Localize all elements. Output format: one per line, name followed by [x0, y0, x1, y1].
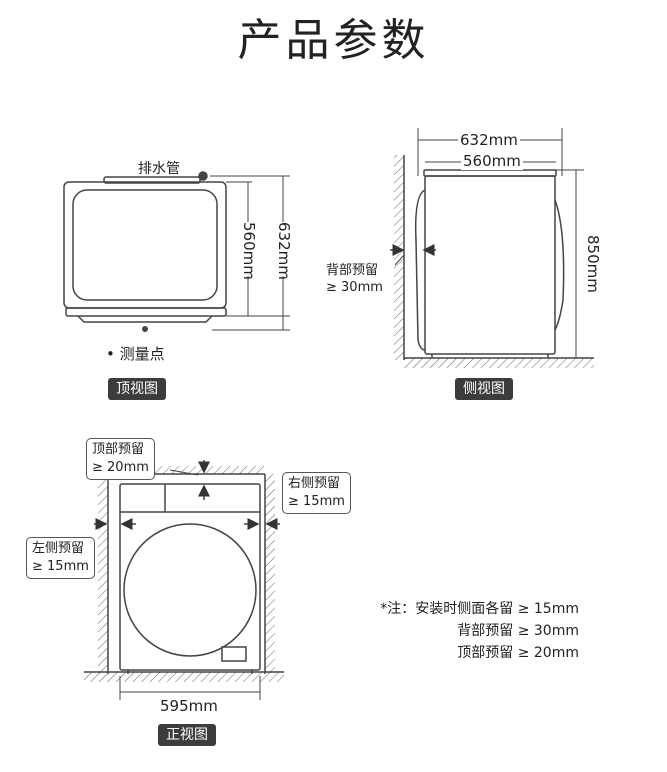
drain-pipe-label: 排水管: [138, 161, 180, 177]
back-clearance-line2: ≥ 30mm: [326, 280, 383, 295]
top-dim-inner: 560mm: [240, 222, 258, 280]
install-notes: *注：安装时侧面各留 ≥ 15mm 背部预留 ≥ 30mm 顶部预留 ≥ 20m…: [380, 598, 579, 664]
right-clearance-box: 右侧预留 ≥ 15mm: [282, 472, 351, 514]
top-dim-outer: 632mm: [275, 222, 293, 280]
page-title: 产品参数: [237, 15, 430, 66]
back-clearance-line1: 背部预留: [326, 263, 379, 278]
right-clearance-line1: 右侧预留: [288, 476, 341, 491]
front-view-drawing: [84, 460, 284, 700]
top-view-drawing: [63, 171, 290, 332]
side-dim-height: 850mm: [584, 235, 602, 293]
top-clearance-line2: ≥ 20mm: [92, 460, 149, 475]
side-dim-width-outer: 632mm: [458, 131, 520, 149]
note-line-2: 背部预留 ≥ 30mm: [457, 623, 579, 639]
left-clearance-line1: 左侧预留: [32, 541, 85, 556]
top-clearance-box: 顶部预留 ≥ 20mm: [86, 438, 155, 480]
note-line-1: *注：安装时侧面各留 ≥ 15mm: [380, 601, 579, 617]
top-view-tag: 顶视图: [108, 378, 166, 400]
note-line-3: 顶部预留 ≥ 20mm: [457, 645, 579, 661]
side-view-tag: 侧视图: [455, 378, 513, 400]
front-view-tag: 正视图: [158, 724, 216, 746]
side-view-drawing: [390, 128, 594, 368]
left-clearance-line2: ≥ 15mm: [32, 559, 89, 574]
left-clearance-box: 左侧预留 ≥ 15mm: [26, 537, 95, 579]
top-clearance-line1: 顶部预留: [92, 442, 145, 457]
back-clearance-label: 背部预留 ≥ 30mm: [326, 262, 383, 296]
side-dim-width-inner: 560mm: [461, 152, 523, 170]
measure-point-label: • 测量点: [106, 345, 165, 363]
right-clearance-line2: ≥ 15mm: [288, 494, 345, 509]
front-dim-width: 595mm: [160, 697, 218, 715]
